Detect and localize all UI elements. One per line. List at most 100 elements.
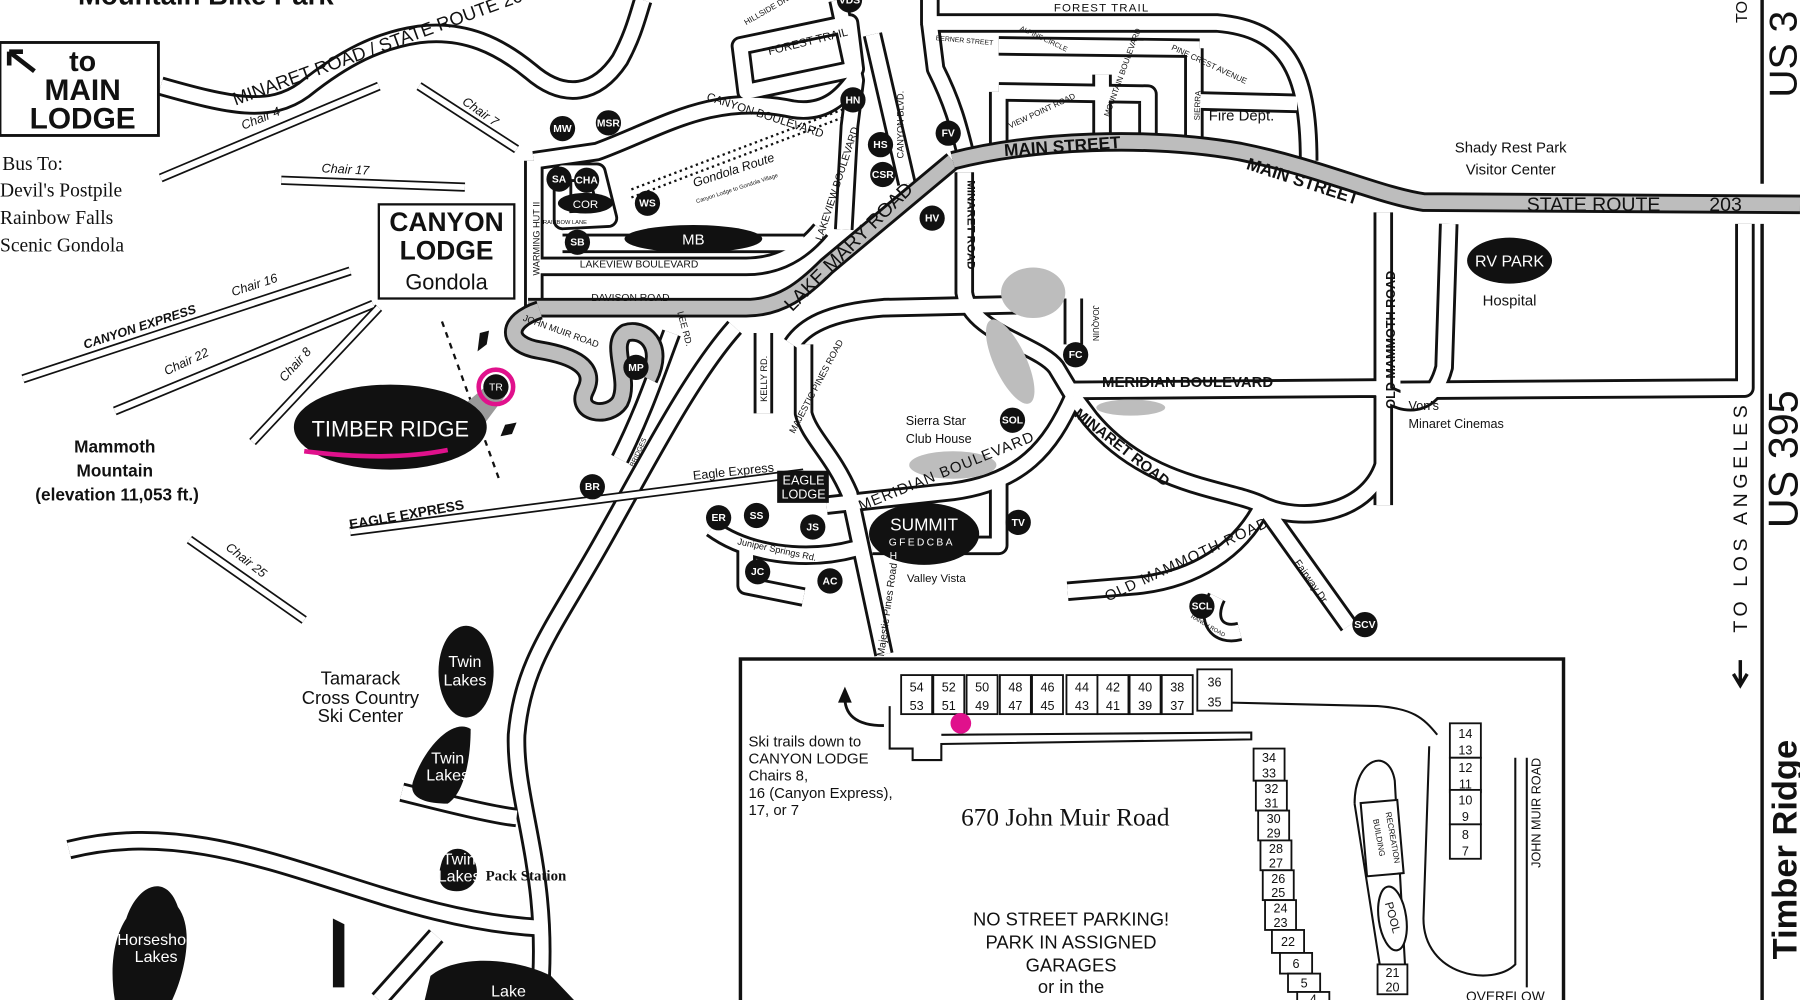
marker-label: VDS — [839, 0, 860, 6]
marker-hv[interactable]: HV — [919, 205, 945, 231]
mountain-line1: Mammoth — [74, 436, 155, 456]
unit-51-marker — [950, 712, 972, 734]
vons-label: Von's — [1409, 399, 1439, 413]
marker-fv[interactable]: FV — [935, 120, 961, 146]
rv-park-label[interactable]: RV PARK — [1475, 252, 1544, 270]
sign-to: to — [69, 46, 96, 78]
unit-number: 37 — [1170, 699, 1184, 713]
marker-scv[interactable]: SCV — [1352, 611, 1378, 638]
club-house-label: Club House — [906, 432, 972, 446]
marker-label: SCV — [1354, 620, 1375, 631]
marker-hs[interactable]: HS — [867, 132, 894, 158]
road-label: 203 — [1709, 194, 1742, 216]
marker-fc[interactable]: FC — [1063, 342, 1089, 368]
road — [509, 322, 740, 1000]
marker-sb[interactable]: SB — [564, 229, 591, 255]
tamarack-label: Cross Country — [302, 687, 420, 708]
road-label: OLD MAMMOTH ROAD — [1102, 514, 1271, 605]
summit-label[interactable]: SUMMIT — [890, 514, 958, 534]
marker-ss[interactable]: SS — [743, 502, 770, 529]
timber-ridge-label: TIMBER RIDGE — [312, 416, 469, 441]
marker-mw[interactable]: MW — [549, 115, 576, 142]
cor-label[interactable]: COR — [573, 199, 598, 211]
marker-hn[interactable]: HN — [840, 87, 866, 113]
unit-4[interactable]: 4 — [1296, 991, 1331, 1000]
unit-8-7[interactable]: 87 — [1448, 823, 1482, 860]
road — [739, 545, 805, 604]
marker-label: WS — [639, 199, 656, 210]
marker-cha[interactable]: CHA — [573, 167, 600, 193]
unit-number: 9 — [1462, 810, 1469, 824]
unit-number: 20 — [1385, 980, 1399, 994]
marker-scl[interactable]: SCL — [1189, 593, 1215, 619]
marker-br[interactable]: BR — [579, 474, 605, 500]
unit-number: 54 — [910, 680, 924, 694]
road-label: STATE ROUTE — [1527, 194, 1661, 216]
unit-number: 29 — [1267, 826, 1281, 840]
road-label: HILLSIDE DR — [743, 0, 790, 27]
marker-ws[interactable]: WS — [634, 190, 661, 216]
eagle-lodge-2[interactable]: LODGE — [781, 487, 825, 501]
mb-label[interactable]: MB — [682, 232, 704, 249]
unit-5[interactable]: 5 — [1287, 972, 1322, 993]
timber-ridge-marker[interactable]: TR — [489, 382, 503, 393]
marker-ac[interactable]: AC — [817, 568, 843, 594]
sign-main: MAIN — [45, 74, 121, 107]
ski-trails-note: 16 (Canyon Express), — [748, 785, 892, 802]
unit-number: 25 — [1271, 886, 1285, 900]
unit-22[interactable]: 22 — [1271, 929, 1305, 954]
unit-number: 7 — [1462, 844, 1469, 858]
marker-sa[interactable]: SA — [546, 166, 572, 192]
marker-sol[interactable]: SOL — [999, 407, 1026, 433]
marker-js[interactable]: JS — [800, 514, 826, 540]
marker-mp[interactable]: MP — [623, 354, 649, 381]
unit-number: 49 — [975, 699, 989, 713]
lift-line — [417, 83, 519, 152]
marker-msr[interactable]: MSR — [595, 110, 622, 136]
pack-station-label: Pack Station — [486, 869, 567, 885]
condo-units: 5453525150494847464544434241403938373635… — [900, 668, 1482, 1000]
unit-10-9[interactable]: 109 — [1448, 788, 1482, 826]
road — [1257, 501, 1355, 630]
marker-vds[interactable]: VDS — [836, 0, 863, 13]
marker-csr[interactable]: CSR — [870, 161, 896, 188]
unit-number: 10 — [1458, 793, 1472, 807]
lift-line — [281, 177, 466, 191]
unit-number: 32 — [1264, 782, 1278, 796]
road — [373, 931, 442, 1000]
road-label: LAKEVIEW BOULEVARD — [580, 260, 699, 271]
cinemas-label: Minaret Cinemas — [1409, 417, 1504, 431]
marker-tv[interactable]: TV — [1005, 509, 1031, 536]
road-label: BERNER STREET — [935, 35, 994, 47]
parking-note: GARAGES — [1026, 954, 1117, 975]
arrow-down-icon — [1731, 660, 1749, 689]
unit-number: 44 — [1075, 680, 1089, 694]
eagle-lodge-1[interactable]: EAGLE — [783, 473, 825, 487]
marker-label: MSR — [597, 118, 620, 129]
marker-label: HN — [845, 95, 860, 106]
marker-jc[interactable]: JC — [745, 559, 771, 585]
arrow-up-left-icon — [6, 49, 36, 73]
marker-er[interactable]: ER — [705, 505, 732, 531]
place-labels: Fire Dept. Shady Rest Park Visitor Cente… — [117, 108, 1567, 1000]
unit-6[interactable]: 6 — [1279, 952, 1314, 975]
